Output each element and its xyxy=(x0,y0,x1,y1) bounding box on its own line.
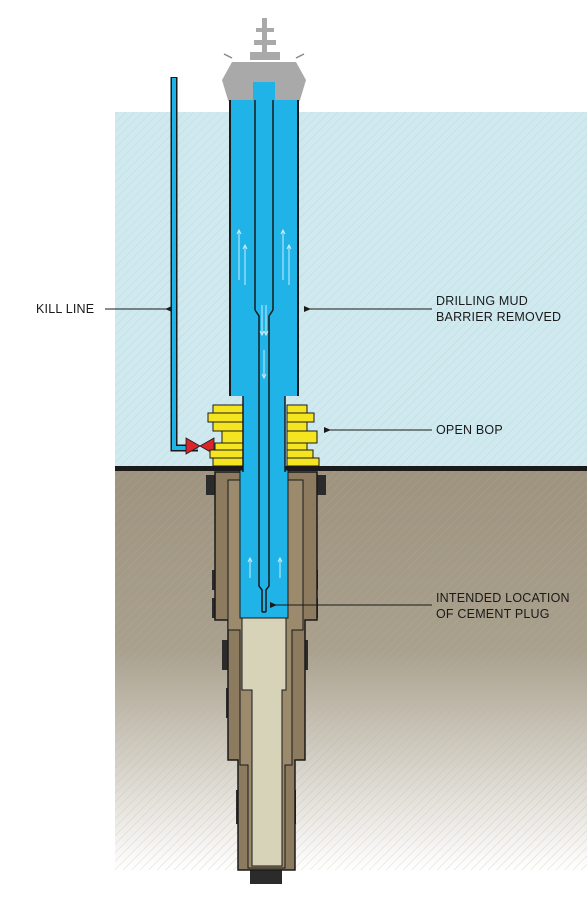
sea-water-hatch xyxy=(115,112,587,468)
drilling-mud-label-line1: DRILLING MUD xyxy=(436,294,528,308)
bop-stack xyxy=(207,404,320,467)
drilling-mud-label-line2: BARRIER REMOVED xyxy=(436,310,562,324)
drill-pipe xyxy=(254,100,274,613)
flow-arrows xyxy=(236,228,292,578)
drilling-mud-label: DRILLING MUD BARRIER REMOVED xyxy=(436,293,561,325)
cement-plug-label-line1: INTENDED LOCATION xyxy=(436,591,570,605)
wellbore-mud-through-bop xyxy=(243,396,285,472)
kill-line-label: KILL LINE xyxy=(36,301,94,317)
kill-line-label-text: KILL LINE xyxy=(36,302,95,316)
cement-plug-label-line2: OF CEMENT PLUG xyxy=(436,607,550,621)
cement-column xyxy=(241,617,287,867)
riser-inner-top xyxy=(253,82,275,112)
open-bop-label-text: OPEN BOP xyxy=(436,423,503,437)
wellbore-mud xyxy=(239,469,289,619)
valve-icon xyxy=(185,437,201,455)
mudline xyxy=(115,466,587,471)
seabed-hatch xyxy=(115,470,587,870)
riser-fill xyxy=(231,100,297,396)
open-bop-label: OPEN BOP xyxy=(436,422,503,438)
cement-plug-label: INTENDED LOCATION OF CEMENT PLUG xyxy=(436,590,570,622)
